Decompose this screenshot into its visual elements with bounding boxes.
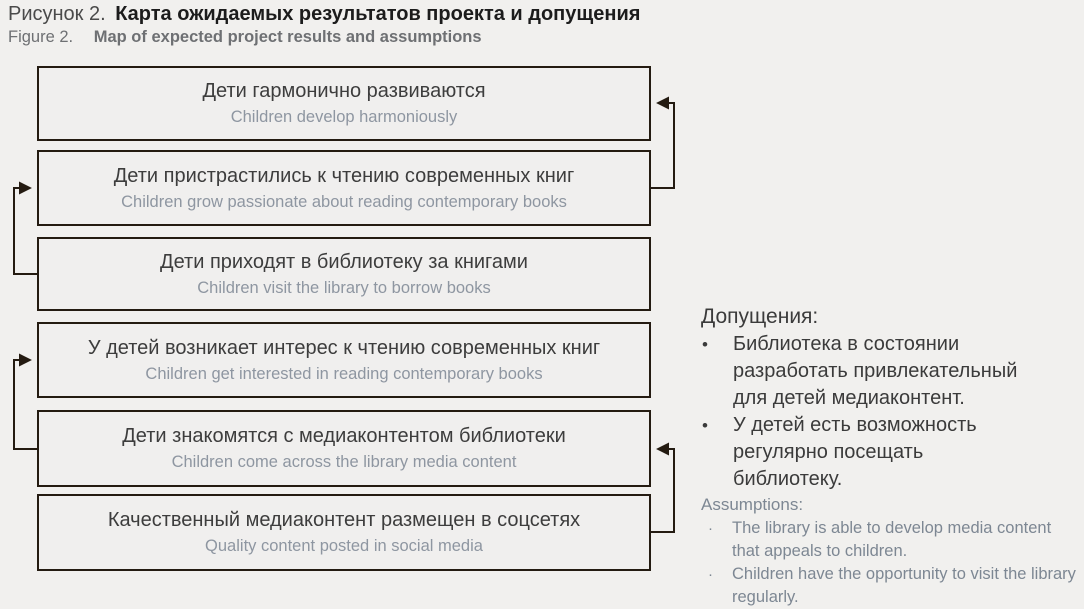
- result-text-ru: Дети пристрастились к чтению современных…: [113, 164, 575, 187]
- figure-title-ru: Рисунок 2. Карта ожидаемых результатов п…: [8, 3, 640, 26]
- arrow-box6-to-box5: [651, 442, 675, 533]
- result-text-en: Children grow passionate about reading c…: [121, 192, 567, 211]
- result-text-ru: Дети знакомятся с медиаконтентом библиот…: [122, 425, 566, 447]
- figure-title-en-text: Map of expected project results and assu…: [93, 28, 482, 46]
- assumption-item-en: · The library is able to develop media c…: [699, 517, 1083, 563]
- result-box-children-visit-library: Дети приходят в библиотеку за книгами Ch…: [37, 237, 651, 311]
- arrow-box2-to-box1: [651, 96, 675, 189]
- figure-label-ru: Рисунок 2.: [8, 3, 106, 25]
- result-box-children-develop: Дети гармонично развиваются Children dev…: [37, 66, 651, 141]
- result-text-en: Children come across the library media c…: [171, 453, 517, 471]
- figure-2-results-map: Рисунок 2. Карта ожидаемых результатов п…: [8, 3, 1076, 606]
- result-box-children-meet-media-content: Дети знакомятся с медиаконтентом библиот…: [37, 410, 651, 487]
- result-text-ru: У детей возникает интерес к чтению совре…: [87, 336, 601, 359]
- assumptions-block: Допущения: • Библиотека в состоянии разр…: [699, 303, 1083, 609]
- result-text-ru: Качественный медиаконтент размещен в соц…: [107, 509, 581, 531]
- assumption-text-en: Children have the opportunity to visit t…: [732, 565, 1076, 606]
- assumption-item-ru: • Библиотека в состоянии разработать при…: [699, 331, 1083, 412]
- assumption-text-en: The library is able to develop media con…: [732, 519, 1052, 560]
- bullet-icon: •: [702, 335, 708, 354]
- assumption-item-en: · Children have the opportunity to visit…: [699, 563, 1083, 609]
- figure-title-en: Figure 2. Map of expected project result…: [8, 28, 482, 47]
- result-box-quality-content-posted: Качественный медиаконтент размещен в соц…: [37, 494, 651, 571]
- assumption-text-ru: У детей есть возможность регулярно посещ…: [733, 414, 977, 490]
- bullet-icon: ·: [708, 566, 713, 583]
- result-box-children-interest-reading: У детей возникает интерес к чтению совре…: [37, 322, 651, 398]
- arrow-box3-to-box2: [13, 181, 37, 275]
- result-text-en: Children visit the library to borrow boo…: [197, 278, 491, 297]
- result-box-children-passionate-reading: Дети пристрастились к чтению современных…: [37, 150, 651, 226]
- arrow-box5-to-box4: [13, 353, 37, 450]
- figure-title-ru-text: Карта ожидаемых результатов проекта и до…: [115, 3, 641, 25]
- figure-label-en: Figure 2.: [8, 28, 74, 46]
- assumptions-heading-en: Assumptions:: [701, 495, 804, 514]
- result-text-en: Children develop harmoniously: [230, 108, 458, 126]
- assumptions-heading-ru: Допущения:: [701, 305, 819, 328]
- bullet-icon: •: [702, 416, 708, 435]
- assumption-text-ru: Библиотека в состоянии разработать привл…: [733, 333, 1018, 409]
- bullet-icon: ·: [708, 520, 713, 537]
- result-text-ru: Дети гармонично развиваются: [202, 80, 486, 102]
- result-text-en: Children get interested in reading conte…: [145, 364, 543, 383]
- assumption-item-ru: • У детей есть возможность регулярно пос…: [699, 412, 1083, 493]
- result-text-en: Quality content posted in social media: [205, 537, 483, 555]
- result-text-ru: Дети приходят в библиотеку за книгами: [160, 250, 528, 273]
